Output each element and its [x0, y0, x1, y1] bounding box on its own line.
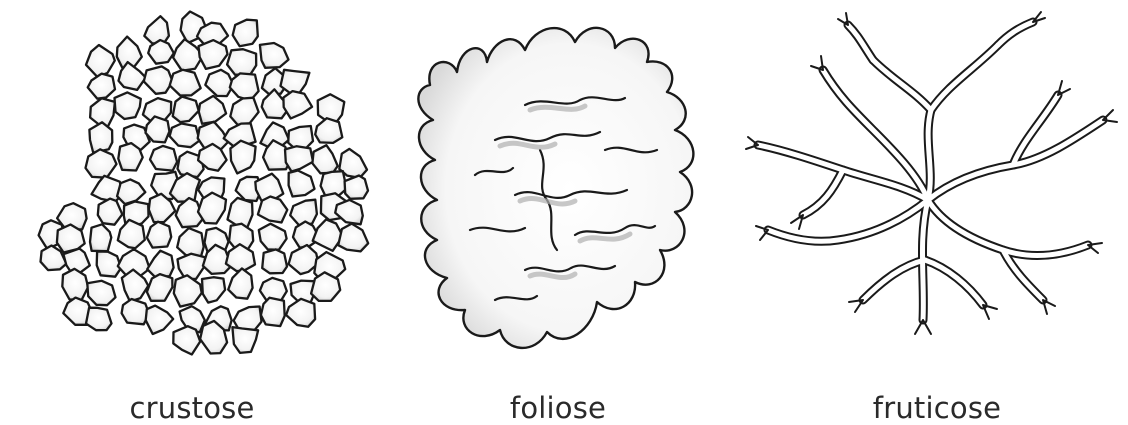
- crustose-plate: [90, 224, 111, 251]
- crustose-plate: [258, 197, 287, 223]
- crustose-plate: [312, 145, 337, 173]
- crustose-plate: [144, 16, 169, 44]
- crustose-plate: [259, 224, 287, 250]
- crustose-plate: [338, 224, 368, 252]
- crustose-plate: [202, 277, 225, 302]
- crustose-plate: [261, 298, 285, 326]
- crustose-plate: [62, 269, 88, 300]
- crustose-plate: [228, 268, 252, 298]
- crustose-plate: [86, 149, 117, 177]
- crustose-plate: [87, 281, 115, 305]
- crustose-plate: [199, 40, 228, 69]
- crustose-illustration: [0, 0, 370, 370]
- crustose-plate: [260, 43, 289, 68]
- crustose-plate: [285, 146, 313, 171]
- crustose-plate: [199, 96, 226, 124]
- crustose-plate: [115, 92, 141, 119]
- crustose-plate: [147, 222, 171, 248]
- crustose-plate: [170, 70, 201, 96]
- crustose-plate: [289, 171, 315, 197]
- crustose-plate: [230, 73, 259, 100]
- crustose-plate: [86, 308, 112, 331]
- crustose-plate: [205, 70, 233, 96]
- crustose-plate: [98, 199, 123, 225]
- crustose-plate: [230, 98, 258, 125]
- crustose-plate: [233, 20, 258, 47]
- crustose-plate: [144, 66, 173, 93]
- crustose-plate: [227, 49, 256, 75]
- foliose-label: foliose: [438, 394, 678, 423]
- crustose-plate: [232, 327, 258, 353]
- crustose-plate: [335, 200, 363, 224]
- crustose-plate: [146, 306, 174, 334]
- crustose-plate: [226, 244, 255, 271]
- fruticose-illustration: [743, 0, 1128, 345]
- crustose-plate: [147, 274, 173, 301]
- crustose-label: crustose: [72, 394, 312, 423]
- crustose-plate: [97, 252, 121, 277]
- crustose-plate: [150, 146, 177, 171]
- crustose-plate: [173, 97, 199, 123]
- crustose-plate: [89, 122, 112, 152]
- crustose-plate: [118, 220, 145, 249]
- crustose-plate: [230, 141, 255, 174]
- crustose-plate: [170, 124, 200, 148]
- crustose-plate: [117, 179, 145, 204]
- crustose-plate: [86, 45, 115, 77]
- foliose-illustration: [375, 0, 745, 375]
- crustose-plate: [345, 176, 368, 199]
- crustose-plate: [286, 299, 315, 327]
- fruticose-label: fruticose: [817, 394, 1057, 423]
- crustose-plate: [173, 326, 200, 354]
- crustose-plate: [174, 275, 202, 306]
- crustose-plate: [177, 228, 204, 257]
- crustose-plate: [178, 254, 206, 279]
- crustose-plate: [262, 249, 287, 273]
- crustose-plate: [315, 118, 342, 143]
- crustose-plate: [122, 270, 149, 302]
- crustose-plate: [88, 74, 115, 99]
- crustose-plate: [283, 91, 312, 118]
